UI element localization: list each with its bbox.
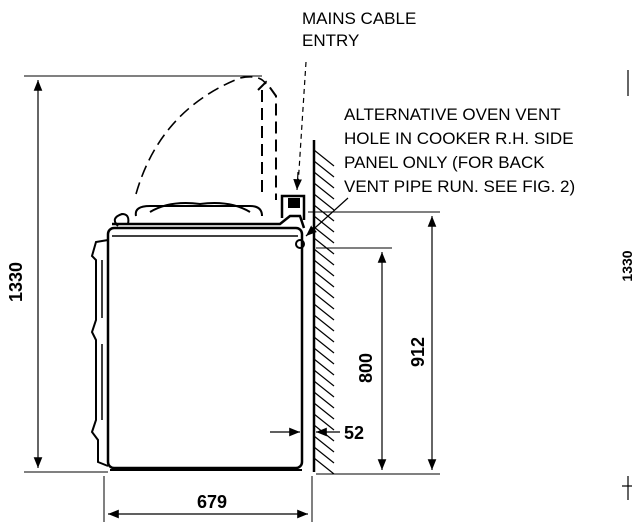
adjacent-dim-label: 1330 bbox=[619, 250, 632, 281]
dim-depth-label: 679 bbox=[197, 492, 227, 512]
mains-cable-callout: MAINS CABLE ENTRY bbox=[302, 9, 416, 50]
dim-depth: 679 bbox=[103, 476, 313, 522]
vent-hole-icon bbox=[295, 239, 305, 249]
dim-vent-height-label: 800 bbox=[356, 353, 376, 383]
vent-callout-line4: VENT PIPE RUN. SEE FIG. 2) bbox=[344, 177, 575, 196]
adjacent-figure-fragment: 1330 bbox=[619, 70, 632, 500]
wall-hatch-line bbox=[313, 402, 335, 420]
hob-top bbox=[112, 202, 306, 249]
vent-callout-line1: ALTERNATIVE OVEN VENT bbox=[344, 105, 561, 124]
wall-hatch-line bbox=[313, 457, 335, 475]
wall-hatch-line bbox=[313, 281, 335, 299]
wall-hatch-line bbox=[313, 303, 335, 321]
dim-vent-height: 800 bbox=[316, 247, 392, 470]
dim-hob-height: 912 bbox=[308, 211, 440, 475]
wall-hatch-line bbox=[313, 391, 335, 409]
wall-hatch-line bbox=[313, 347, 335, 365]
dim-overall-height-label: 1330 bbox=[6, 262, 26, 302]
wall-hatch-line bbox=[313, 248, 335, 266]
wall-hatch-line bbox=[313, 160, 335, 178]
wall-hatch-line bbox=[313, 446, 335, 464]
vent-callout: ALTERNATIVE OVEN VENT HOLE IN COOKER R.H… bbox=[344, 105, 575, 196]
wall-hatch-line bbox=[313, 171, 335, 189]
wall-hatch-line bbox=[313, 204, 335, 222]
mains-callout-line2: ENTRY bbox=[302, 31, 359, 50]
wall-hatch-line bbox=[313, 325, 335, 343]
mains-callout-line1: MAINS CABLE bbox=[302, 9, 416, 28]
wall-hatch-line bbox=[313, 314, 335, 332]
wall-hatch-line bbox=[313, 215, 335, 233]
vent-callout-line2: HOLE IN COOKER R.H. SIDE bbox=[344, 129, 574, 148]
vent-leader bbox=[305, 197, 349, 237]
wall-hatch-line bbox=[313, 435, 335, 453]
dim-overall-height: 1330 bbox=[6, 75, 262, 473]
wall-hatch-line bbox=[313, 193, 335, 211]
lid-open-positions bbox=[135, 76, 277, 200]
wall-hatch-line bbox=[313, 292, 335, 310]
wall-hatch-line bbox=[313, 358, 335, 376]
dim-hob-height-label: 912 bbox=[408, 337, 428, 367]
wall-hatch-line bbox=[313, 226, 335, 244]
wall-hatch-line bbox=[313, 380, 335, 398]
wall-hatch-line bbox=[313, 413, 335, 431]
wall-hatch-line bbox=[313, 336, 335, 354]
wall-hatch-line bbox=[313, 237, 335, 255]
wall-hatch-line bbox=[313, 259, 335, 277]
wall-hatch-line bbox=[313, 369, 335, 387]
mains-cable-leader bbox=[293, 61, 307, 191]
dim-wall-gap-label: 52 bbox=[344, 423, 364, 443]
wall-hatch-line bbox=[313, 182, 335, 200]
back-upstand bbox=[280, 194, 306, 220]
wall-hatch-line bbox=[313, 149, 335, 167]
wall-hatch-line bbox=[313, 270, 335, 288]
dim-wall-gap: 52 bbox=[270, 423, 364, 443]
cooker-body bbox=[90, 212, 304, 471]
wall bbox=[312, 140, 335, 475]
vent-callout-line3: PANEL ONLY (FOR BACK bbox=[344, 153, 545, 172]
